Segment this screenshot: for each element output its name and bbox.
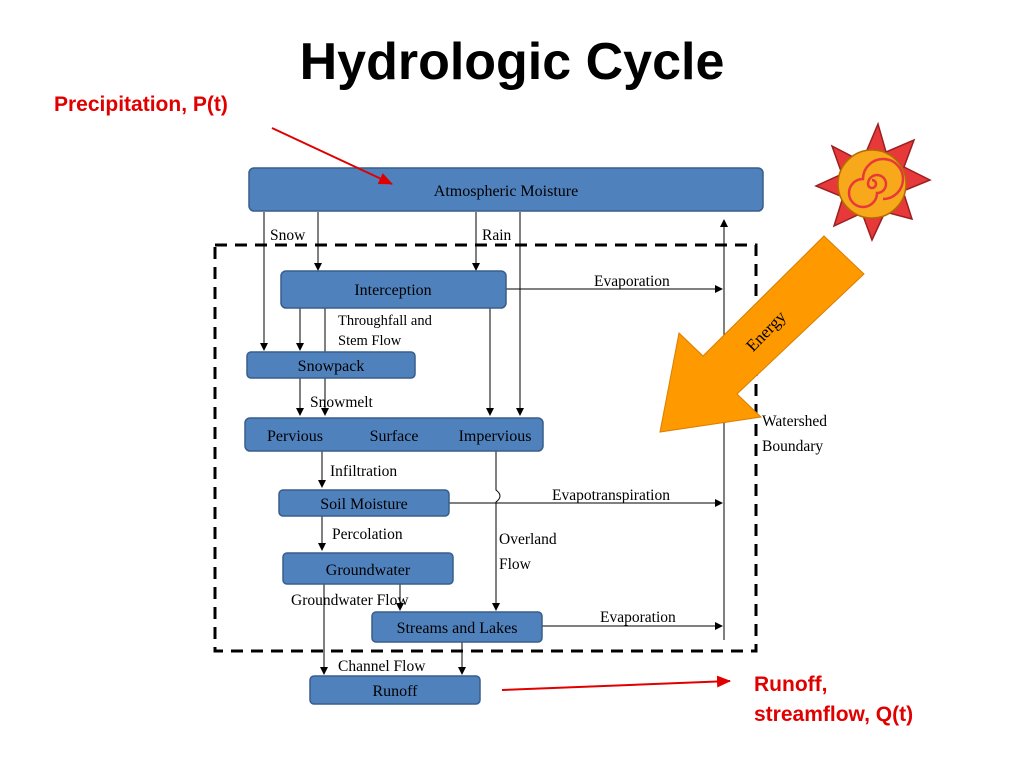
- snowpack-label: Snowpack: [298, 358, 365, 375]
- snowpack-box: [246, 351, 416, 379]
- snowmelt-label: Snowmelt: [310, 394, 374, 411]
- streams-and-lakes-box: [371, 611, 543, 643]
- runoff-arrow: [501, 675, 731, 691]
- evapotranspiration-label: Evapotranspiration: [552, 487, 670, 504]
- snow-label: Snow: [270, 227, 306, 244]
- evaporation-bottom-label: Evaporation: [600, 609, 676, 626]
- infiltration-label: Infiltration: [330, 463, 397, 480]
- runoff-box: [309, 675, 481, 705]
- precipitation-arrow: [271, 127, 393, 185]
- energy-arrow: Energy: [659, 235, 865, 433]
- impervious-label: Impervious: [459, 428, 532, 445]
- interception-label: Interception: [354, 282, 431, 299]
- overland-flow-arrow: [492, 451, 501, 611]
- surface-label: Surface: [370, 428, 419, 445]
- surface-box: [244, 417, 544, 452]
- runoff-box-label: Runoff: [372, 683, 418, 700]
- precipitation-label: Precipitation, P(t): [54, 93, 228, 116]
- watershed-boundary: [213, 243, 758, 653]
- streams-and-lakes-label: Streams and Lakes: [397, 620, 518, 637]
- flow-arrows: [260, 212, 728, 675]
- groundwater-label: Groundwater: [326, 562, 411, 579]
- overland-flow-label-line2: Flow: [499, 556, 532, 573]
- pervious-label: Pervious: [267, 428, 323, 445]
- channel-flow-label: Channel Flow: [338, 658, 426, 675]
- runoff-annotation: Runoff, streamflow, Q(t): [754, 670, 913, 730]
- slide-title: Hydrologic Cycle: [299, 33, 725, 91]
- atmospheric-moisture-label: Atmospheric Moisture: [434, 183, 578, 200]
- overland-flow-label-line1: Overland: [499, 531, 557, 548]
- sun-icon: [814, 121, 932, 242]
- throughfall-label-line2: Stem Flow: [338, 333, 402, 349]
- groundwater-box: [282, 552, 454, 585]
- runoff-annotation-line2: streamflow, Q(t): [754, 703, 914, 726]
- rain-label: Rain: [482, 227, 512, 244]
- evaporation-top-label: Evaporation: [594, 273, 670, 290]
- soil-moisture-box: [278, 489, 450, 517]
- throughfall-label-line1: Throughfall and: [338, 313, 433, 329]
- interception-box: [280, 270, 507, 309]
- runoff-annotation-line1: Runoff,: [754, 673, 828, 696]
- percolation-label: Percolation: [332, 526, 403, 543]
- watershed-label-line1: Watershed: [762, 413, 827, 430]
- soil-moisture-label: Soil Moisture: [320, 496, 408, 513]
- atmospheric-moisture-box: [248, 167, 764, 212]
- groundwater-flow-label: Groundwater Flow: [291, 592, 409, 609]
- watershed-label-line2: Boundary: [762, 438, 823, 455]
